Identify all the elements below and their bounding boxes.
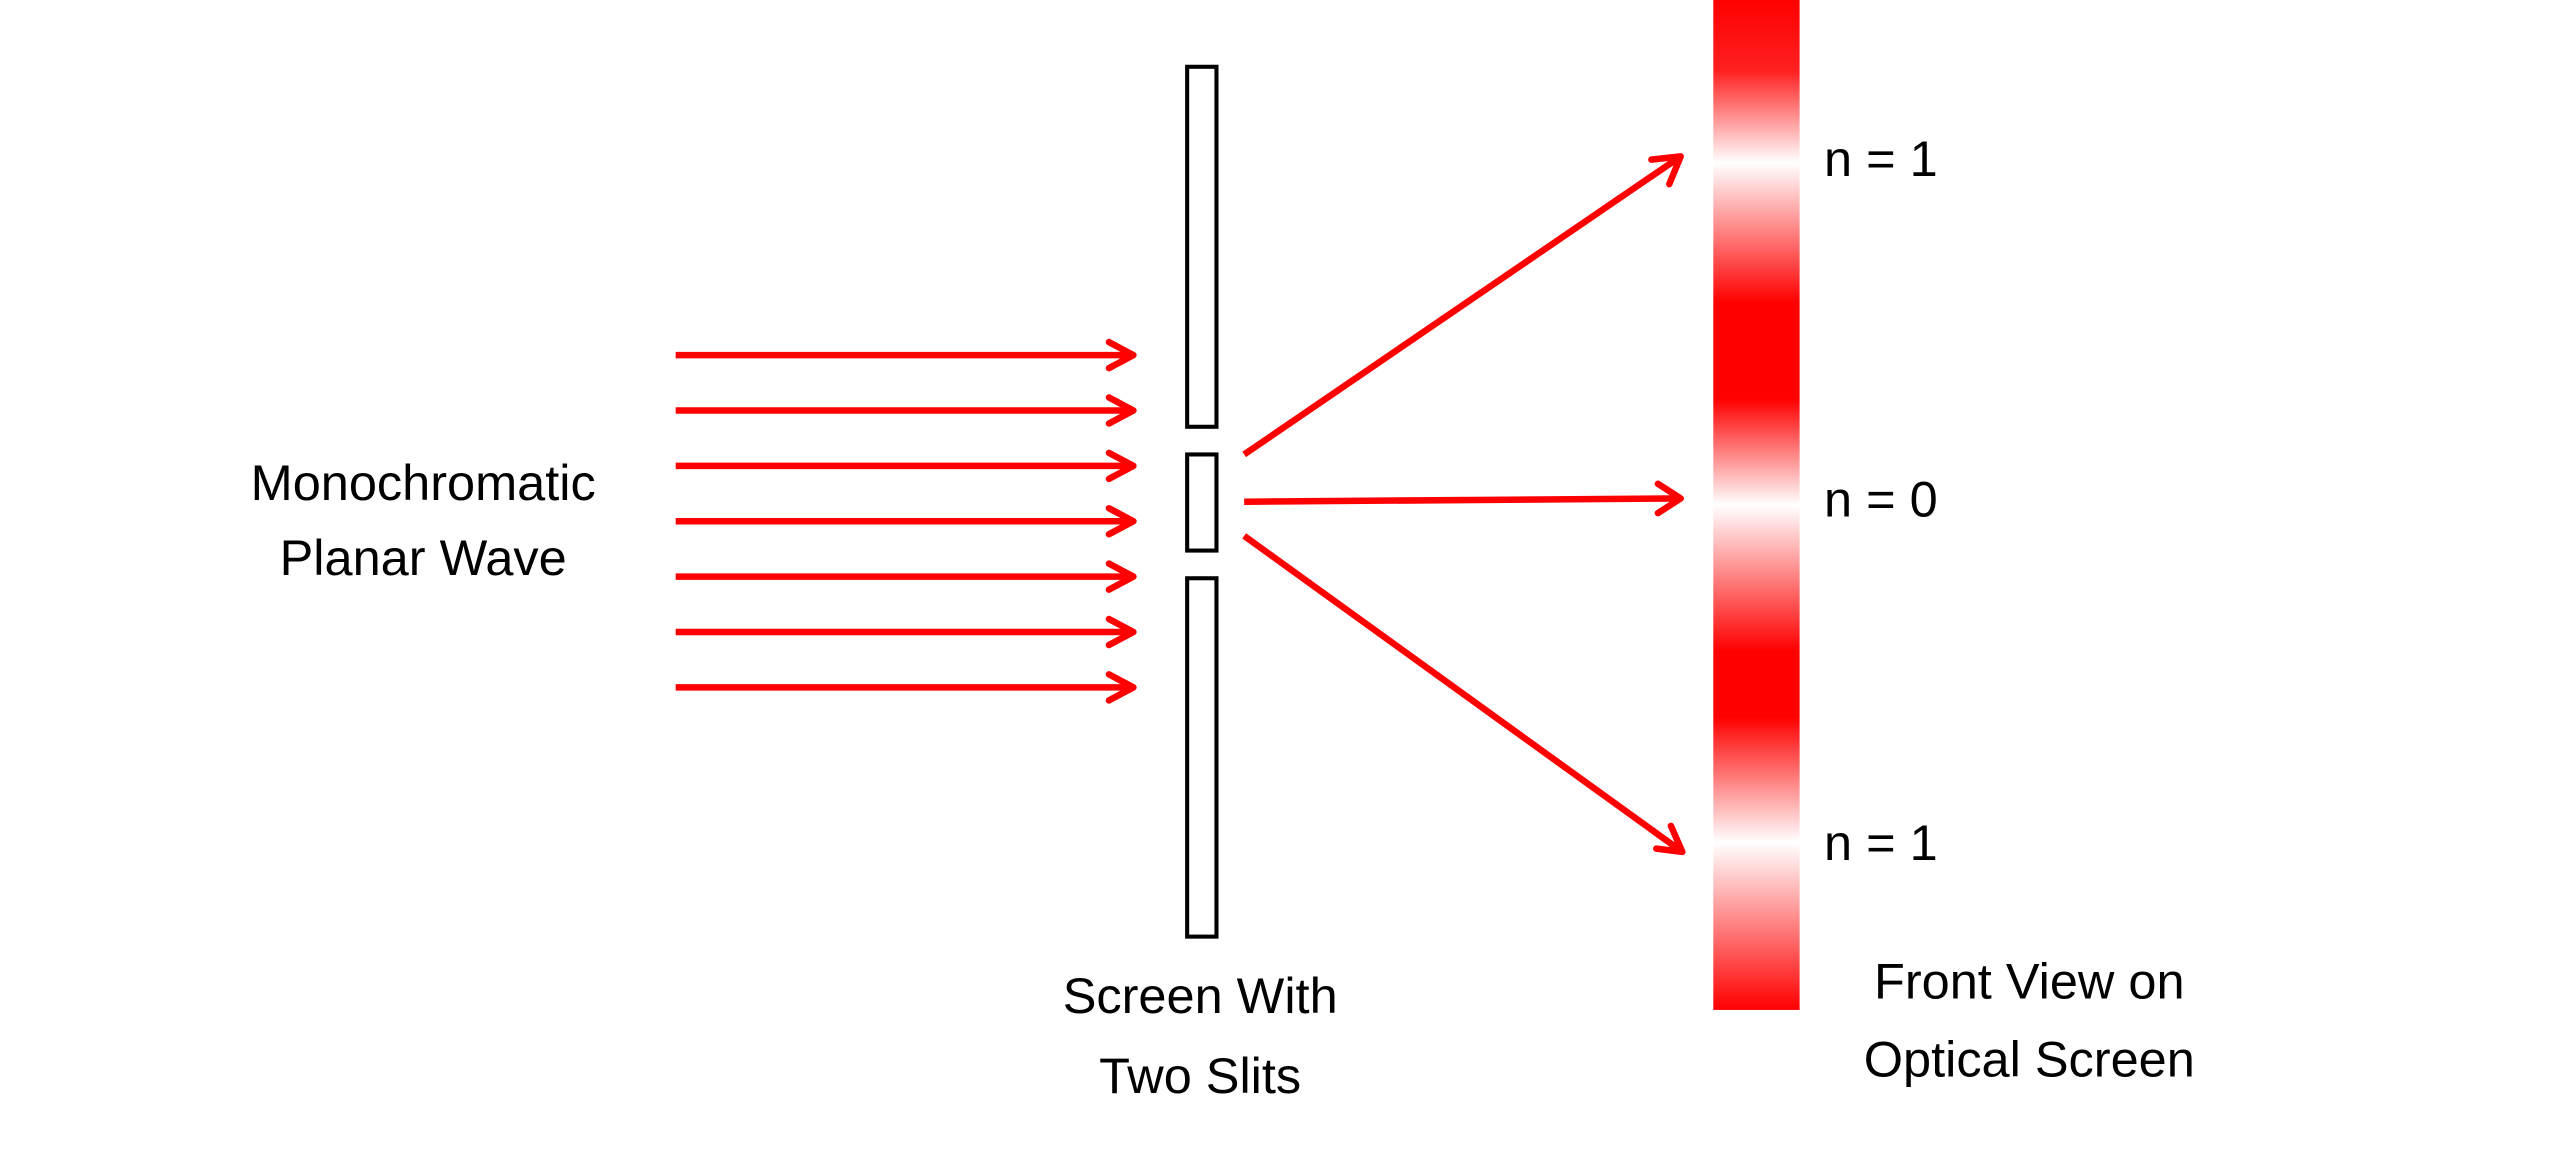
screen-label-line2: Optical Screen — [1864, 1031, 2195, 1088]
source-label-line1: Monochromatic — [251, 454, 596, 511]
incident-ray — [675, 560, 1137, 593]
slit-screen — [1185, 64, 1219, 939]
screen-label-line1: Front View on — [1874, 953, 2185, 1010]
fringe-label-upper: n = 1 — [1824, 130, 1938, 187]
slit-barrier-middle — [1185, 452, 1219, 553]
diffracted-ray-center — [1244, 480, 1684, 517]
slit-barrier-bottom — [1185, 576, 1219, 939]
slit-barrier-top — [1185, 64, 1219, 429]
incident-ray — [675, 394, 1137, 427]
incident-ray — [675, 338, 1137, 372]
incident-ray — [675, 449, 1137, 483]
diffracted-ray-lower — [1242, 533, 1686, 856]
fringe-label-lower: n = 1 — [1824, 814, 1938, 871]
diffracted-ray-upper — [1242, 153, 1684, 458]
fringe-label-center: n = 0 — [1824, 470, 1938, 527]
incident-ray — [675, 671, 1137, 704]
incident-rays — [675, 338, 1137, 704]
slits-label-line2: Two Slits — [1099, 1047, 1301, 1104]
diffracted-rays — [1242, 153, 1686, 856]
source-label-line2: Planar Wave — [280, 529, 567, 586]
incident-ray — [675, 615, 1137, 649]
slits-label-line1: Screen With — [1063, 967, 1338, 1024]
incident-ray — [675, 504, 1137, 538]
optical-screen-fringe-pattern — [1713, 0, 1800, 1010]
